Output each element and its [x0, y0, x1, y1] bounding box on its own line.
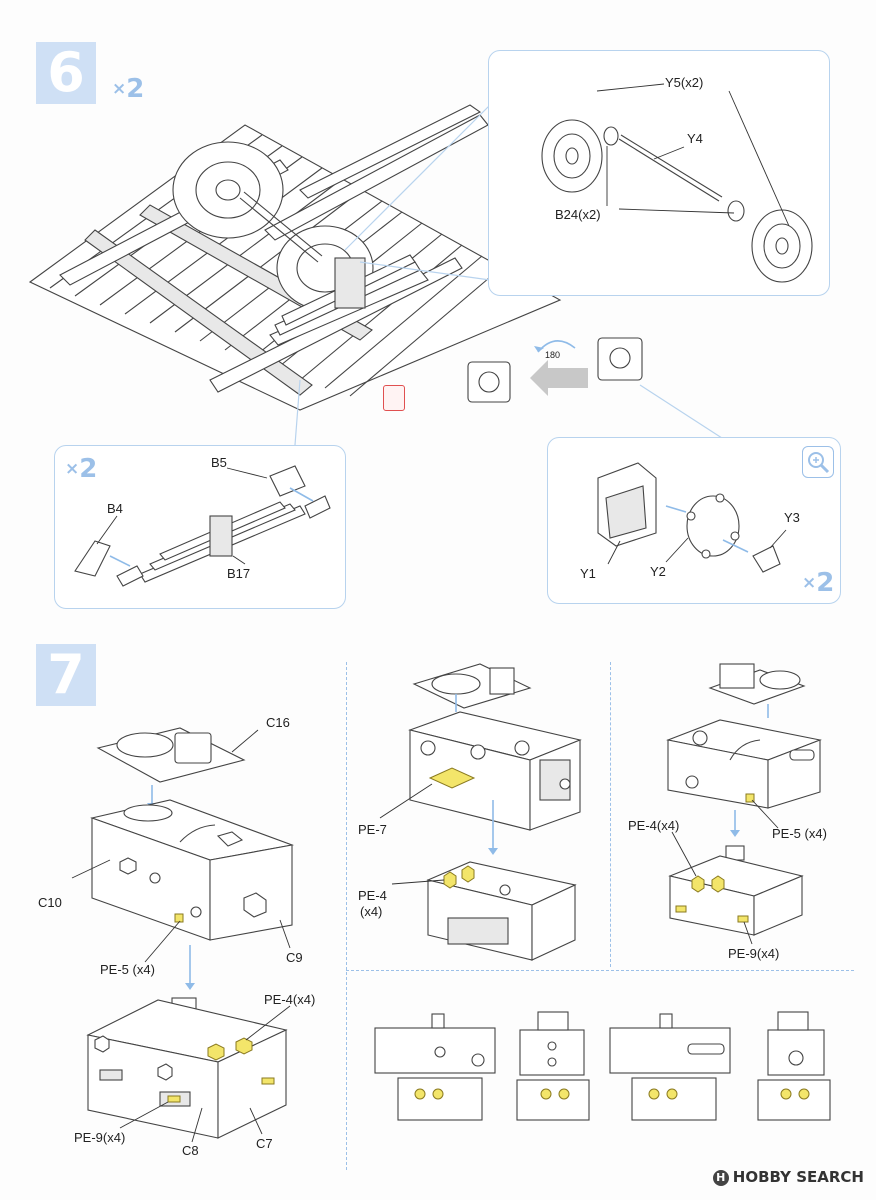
label-pe4-right: PE-4(x4) [628, 818, 680, 833]
wheelset-callout: Y5(x2) Y4 B24(x2) [488, 50, 830, 296]
times-icon: × [802, 573, 816, 593]
spring-multiplier: ×2 [65, 454, 97, 484]
label-pe7: PE-7 [358, 822, 387, 837]
spring-callout: ×2 B5 B4 B17 [54, 445, 346, 609]
divider-left [346, 662, 347, 1170]
label-pe4-middle-count: (x4) [360, 904, 383, 919]
axlebox-multiplier: ×2 [802, 568, 834, 598]
step-6-badge: 6 [36, 42, 96, 104]
label-c8: C8 [182, 1143, 199, 1158]
label-y5: Y5(x2) [665, 75, 704, 90]
label-pe4-main: PE-4(x4) [264, 992, 316, 1007]
label-pe9-main: PE-9(x4) [74, 1130, 126, 1145]
label-y1: Y1 [580, 566, 596, 581]
label-c16: C16 [266, 715, 290, 730]
times-icon: × [65, 459, 79, 479]
label-y4: Y4 [687, 131, 703, 146]
label-pe9-right: PE-9(x4) [728, 946, 780, 961]
direction-arrow [530, 360, 588, 396]
label-b5: B5 [211, 455, 227, 470]
divider-right [610, 662, 611, 967]
label-c9: C9 [286, 950, 303, 965]
divider-bottom [346, 970, 854, 971]
label-y3: Y3 [784, 510, 800, 525]
label-b24: B24(x2) [555, 207, 601, 222]
spring-drawing [74, 465, 331, 587]
rotate-angle-label: 180 [545, 350, 561, 360]
label-pe4-middle: PE-4 [358, 888, 387, 903]
label-b17: B17 [227, 566, 251, 581]
times-icon: × [112, 79, 126, 99]
axlebox-drawing [597, 462, 787, 573]
label-y2: Y2 [650, 564, 666, 579]
label-b4: B4 [107, 501, 123, 516]
wheelset-drawing [541, 83, 813, 283]
magnifier-icon [802, 446, 834, 478]
label-pe5-main: PE-5 (x4) [100, 962, 155, 977]
label-c10: C10 [38, 895, 62, 910]
no-glue-icon [383, 385, 405, 411]
axlebox-callout: Y1 Y2 Y3 ×2 [547, 437, 841, 604]
label-pe5-right: PE-5 (x4) [772, 826, 827, 841]
hobby-search-logo-icon: H [712, 1170, 729, 1186]
label-c7: C7 [256, 1136, 273, 1151]
step-6-multiplier: ×2 [112, 74, 144, 104]
step-7-badge: 7 [36, 644, 96, 706]
